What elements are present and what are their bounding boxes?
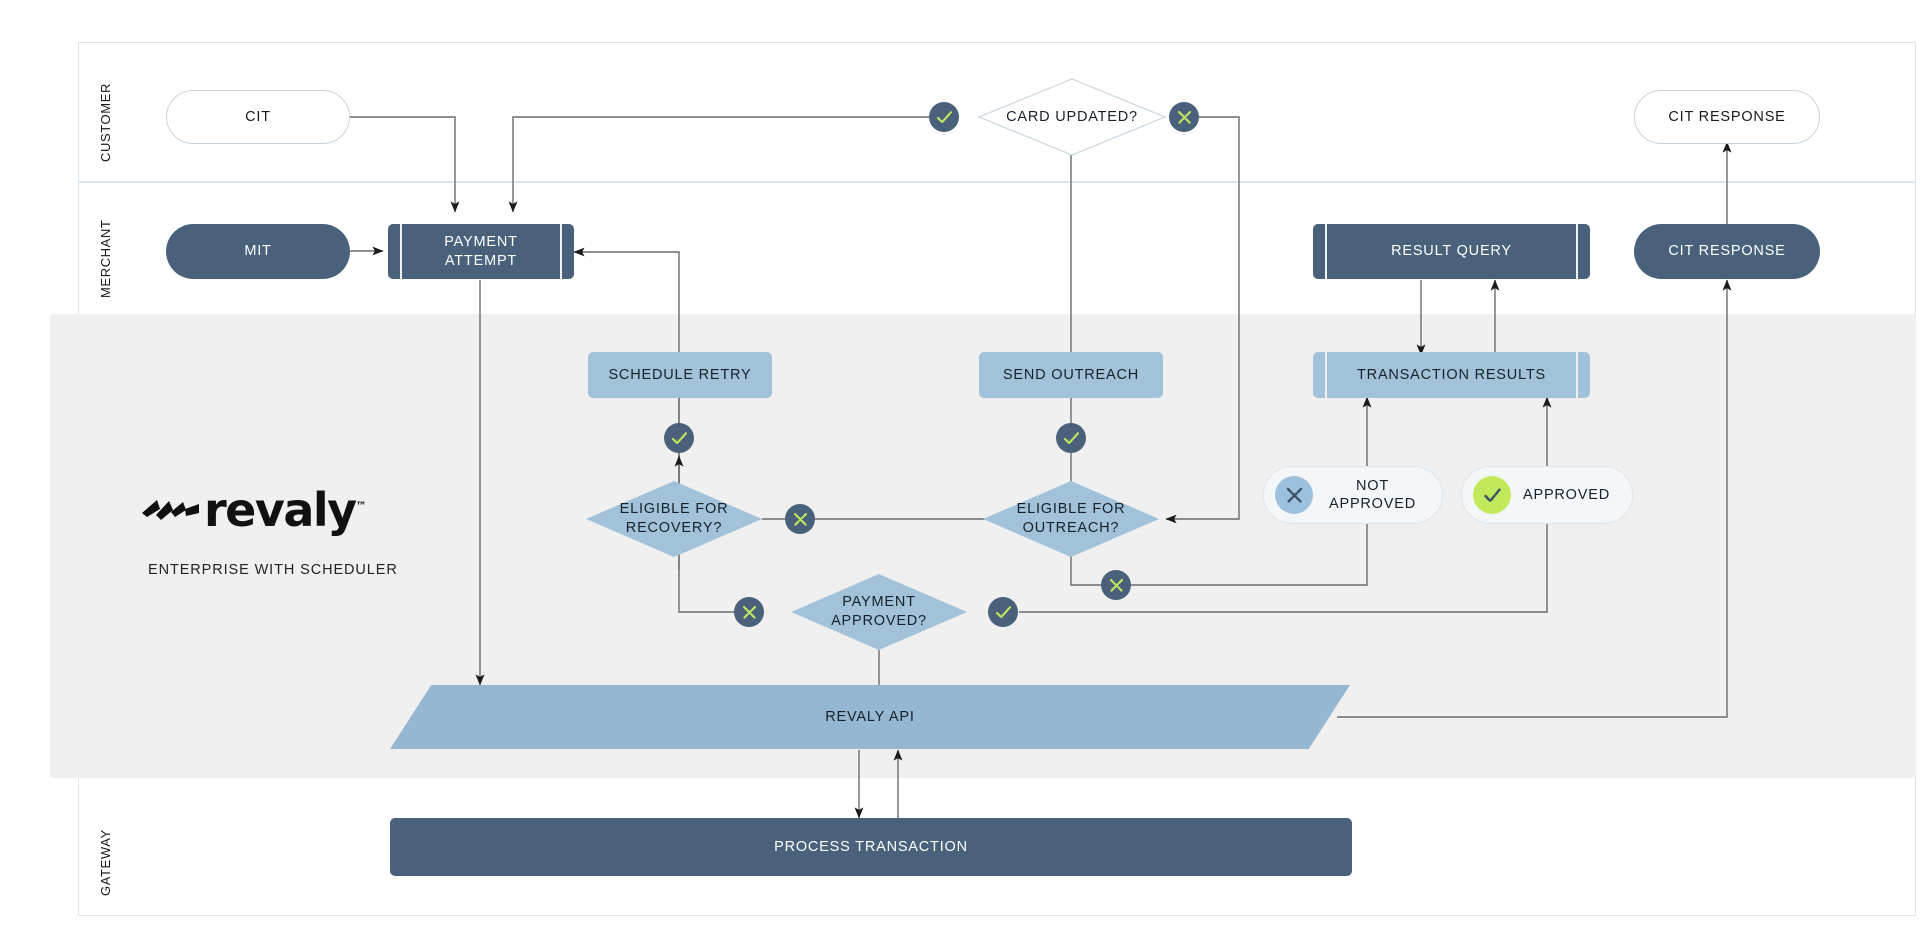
node-revaly-api[interactable]: REVALY API: [390, 685, 1350, 749]
card-updated-diamond-shape: [978, 78, 1166, 156]
marker-send-outreach-yes[interactable]: [1056, 423, 1086, 453]
node-schedule-retry[interactable]: SCHEDULE RETRY: [588, 352, 772, 398]
legend-not-approved[interactable]: NOT APPROVED: [1263, 466, 1443, 524]
node-eligible-recovery-label: ELIGIBLE FOR RECOVERY?: [619, 501, 729, 536]
x-mark-icon: [1286, 487, 1302, 503]
revaly-subtitle: ENTERPRISE WITH SCHEDULER: [148, 562, 398, 578]
node-payment-attempt-label: PAYMENT ATTEMPT: [444, 233, 518, 269]
lane-label-gateway: GATEWAY: [98, 829, 113, 896]
legend-not-approved-label: NOT APPROVED: [1329, 477, 1416, 512]
not-approved-icon-badge: [1275, 476, 1313, 514]
approved-icon-badge: [1473, 476, 1511, 514]
node-eligible-outreach[interactable]: ELIGIBLE FOR OUTREACH?: [983, 481, 1159, 557]
node-transaction-results-label: TRANSACTION RESULTS: [1357, 366, 1546, 383]
node-payment-approved[interactable]: PAYMENT APPROVED?: [791, 574, 967, 650]
node-cit[interactable]: CIT: [166, 90, 350, 144]
x-mark-icon: [793, 512, 807, 526]
lane-label-merchant: MERCHANT: [98, 219, 113, 298]
node-transaction-results[interactable]: TRANSACTION RESULTS: [1313, 352, 1590, 398]
marker-eligible-outreach-no[interactable]: [1101, 570, 1131, 600]
subprocess-rule-left: [400, 224, 402, 279]
check-mark-icon: [995, 605, 1011, 618]
node-process-transaction[interactable]: PROCESS TRANSACTION: [390, 818, 1352, 876]
subprocess-rule-right: [560, 224, 562, 279]
marker-payment-approved-yes[interactable]: [988, 597, 1018, 627]
check-mark-icon: [1483, 487, 1501, 502]
node-eligible-outreach-label: ELIGIBLE FOR OUTREACH?: [1016, 501, 1126, 536]
node-cit-response-customer[interactable]: CIT RESPONSE: [1634, 90, 1820, 144]
legend-approved[interactable]: APPROVED: [1461, 466, 1633, 524]
node-payment-attempt[interactable]: PAYMENT ATTEMPT: [388, 224, 574, 279]
check-mark-icon: [671, 431, 687, 444]
x-mark-icon: [742, 605, 756, 619]
node-payment-approved-label: PAYMENT APPROVED?: [831, 594, 927, 629]
revaly-logo: revaly™: [142, 487, 402, 539]
revaly-chevron-icon: [142, 500, 199, 520]
marker-payment-approved-no[interactable]: [734, 597, 764, 627]
marker-card-updated-yes[interactable]: [929, 102, 959, 132]
node-result-query[interactable]: RESULT QUERY: [1313, 224, 1590, 279]
lane-label-customer: CUSTOMER: [98, 83, 113, 162]
subprocess-rule-left: [1325, 352, 1327, 398]
marker-eligible-recovery-no[interactable]: [785, 504, 815, 534]
subprocess-rule-right: [1576, 352, 1578, 398]
node-cit-response-merchant[interactable]: CIT RESPONSE: [1634, 224, 1820, 279]
node-result-query-label: RESULT QUERY: [1391, 243, 1512, 260]
marker-card-updated-no[interactable]: [1169, 102, 1199, 132]
subprocess-rule-right: [1576, 224, 1578, 279]
x-mark-icon: [1109, 578, 1123, 592]
trademark-symbol: ™: [355, 499, 367, 513]
legend-approved-label: APPROVED: [1523, 486, 1610, 503]
node-card-updated-label: CARD UPDATED?: [1006, 108, 1138, 125]
x-mark-icon: [1177, 110, 1191, 124]
revaly-api-parallelogram-shape: [390, 685, 1350, 749]
node-card-updated[interactable]: CARD UPDATED?: [978, 78, 1166, 156]
marker-schedule-retry-yes[interactable]: [664, 423, 694, 453]
node-mit[interactable]: MIT: [166, 224, 350, 279]
check-mark-icon: [936, 110, 952, 123]
node-send-outreach[interactable]: SEND OUTREACH: [979, 352, 1163, 398]
revaly-wordmark: revaly™: [204, 483, 367, 537]
check-mark-icon: [1063, 431, 1079, 444]
node-revaly-api-label: REVALY API: [825, 709, 915, 725]
node-eligible-recovery[interactable]: ELIGIBLE FOR RECOVERY?: [586, 481, 762, 557]
subprocess-rule-left: [1325, 224, 1327, 279]
